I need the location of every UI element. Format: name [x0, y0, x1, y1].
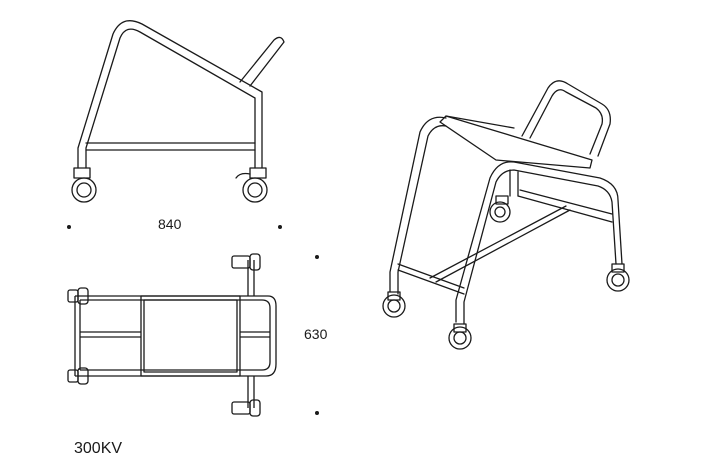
side-view: [71, 20, 285, 203]
top-view: [67, 253, 277, 417]
dimension-markers: [67, 225, 319, 415]
isometric-view: [382, 80, 630, 350]
depth-dimension-label: 630: [304, 326, 328, 342]
model-code-label: 300KV: [74, 440, 123, 457]
width-dimension-label: 840: [158, 216, 182, 232]
